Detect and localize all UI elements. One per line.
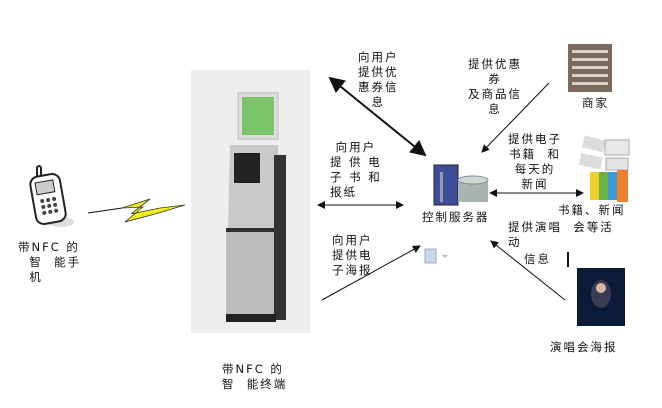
label-line: 带NFC 的 xyxy=(222,362,284,376)
label-line: 带NFC 的 xyxy=(18,240,80,254)
server-icon xyxy=(433,164,489,206)
books-label: 书籍、新闻 xyxy=(558,203,626,217)
label-line: 智 能手 xyxy=(18,255,82,269)
label-line: 子海报 xyxy=(332,263,373,277)
label-line: 每天的 xyxy=(514,162,556,176)
label-line: 向用户 xyxy=(330,140,377,154)
wireless-bolt-icon xyxy=(87,198,186,223)
document-icon xyxy=(424,248,448,264)
label-line: 智 能终端 xyxy=(222,377,288,391)
terminal-label: 带NFC 的智 能终端 xyxy=(222,362,287,392)
label-line: 息 xyxy=(488,102,502,116)
label-line: 机 xyxy=(18,270,43,284)
label-line: 惠券信 xyxy=(358,80,399,94)
edge-label-ebook: 向用户提 供 电子 书 和报纸 xyxy=(330,140,382,200)
edge-label-merchant: 提供优惠券及商品信息 xyxy=(468,57,522,117)
label-line: 息 xyxy=(371,95,385,109)
label-line: 券 xyxy=(488,72,502,86)
phone-label: 带NFC 的 智 能手 机 xyxy=(18,240,81,285)
kiosk-terminal-image xyxy=(191,70,310,333)
smartphone-icon xyxy=(29,165,74,227)
poster-label: 演唱会海报 xyxy=(550,340,618,354)
label-line: 提供优 xyxy=(358,65,399,79)
label-line: 向用户 xyxy=(332,233,373,247)
edge-label-poster: 向用户提供电子海报 xyxy=(332,233,373,278)
label-line: 向用户 xyxy=(358,50,399,64)
label-line: 提 供 电 xyxy=(330,155,382,169)
edge-label-books: 提供电子书籍 和每天的新闻 xyxy=(508,132,562,192)
concert-poster-image xyxy=(577,268,625,326)
label-line: 提供电子 xyxy=(508,132,562,146)
edge-label-events: 提供演唱 会等活动 xyxy=(508,220,614,250)
label-line: 子 书 和 xyxy=(330,170,382,184)
arrow-poster xyxy=(321,245,421,301)
arrow-coupon xyxy=(328,76,427,157)
server-label: 控制服务器 xyxy=(422,210,490,224)
label-line: 新闻 xyxy=(521,177,549,191)
label-line: 及商品信 xyxy=(468,87,522,101)
merchant-building-icon xyxy=(568,44,612,92)
label-line: 书籍 和 xyxy=(509,147,561,161)
label-line: 动 xyxy=(508,235,522,249)
label-line: 报纸 xyxy=(330,185,357,199)
edge-label-events-info: 信息 xyxy=(524,252,551,266)
edge-label-coupon: 向用户提供优惠券信息 xyxy=(358,50,399,110)
label-line: 提供优惠 xyxy=(468,57,522,71)
arrow-merchant xyxy=(481,82,550,153)
label-line: 提供演唱 会等活 xyxy=(508,220,614,234)
arrow-events xyxy=(490,240,566,301)
merchant-label: 商家 xyxy=(582,96,609,110)
text-cursor xyxy=(567,252,569,267)
books-newspapers-icon xyxy=(578,135,630,202)
label-line: 提供电 xyxy=(332,248,373,262)
